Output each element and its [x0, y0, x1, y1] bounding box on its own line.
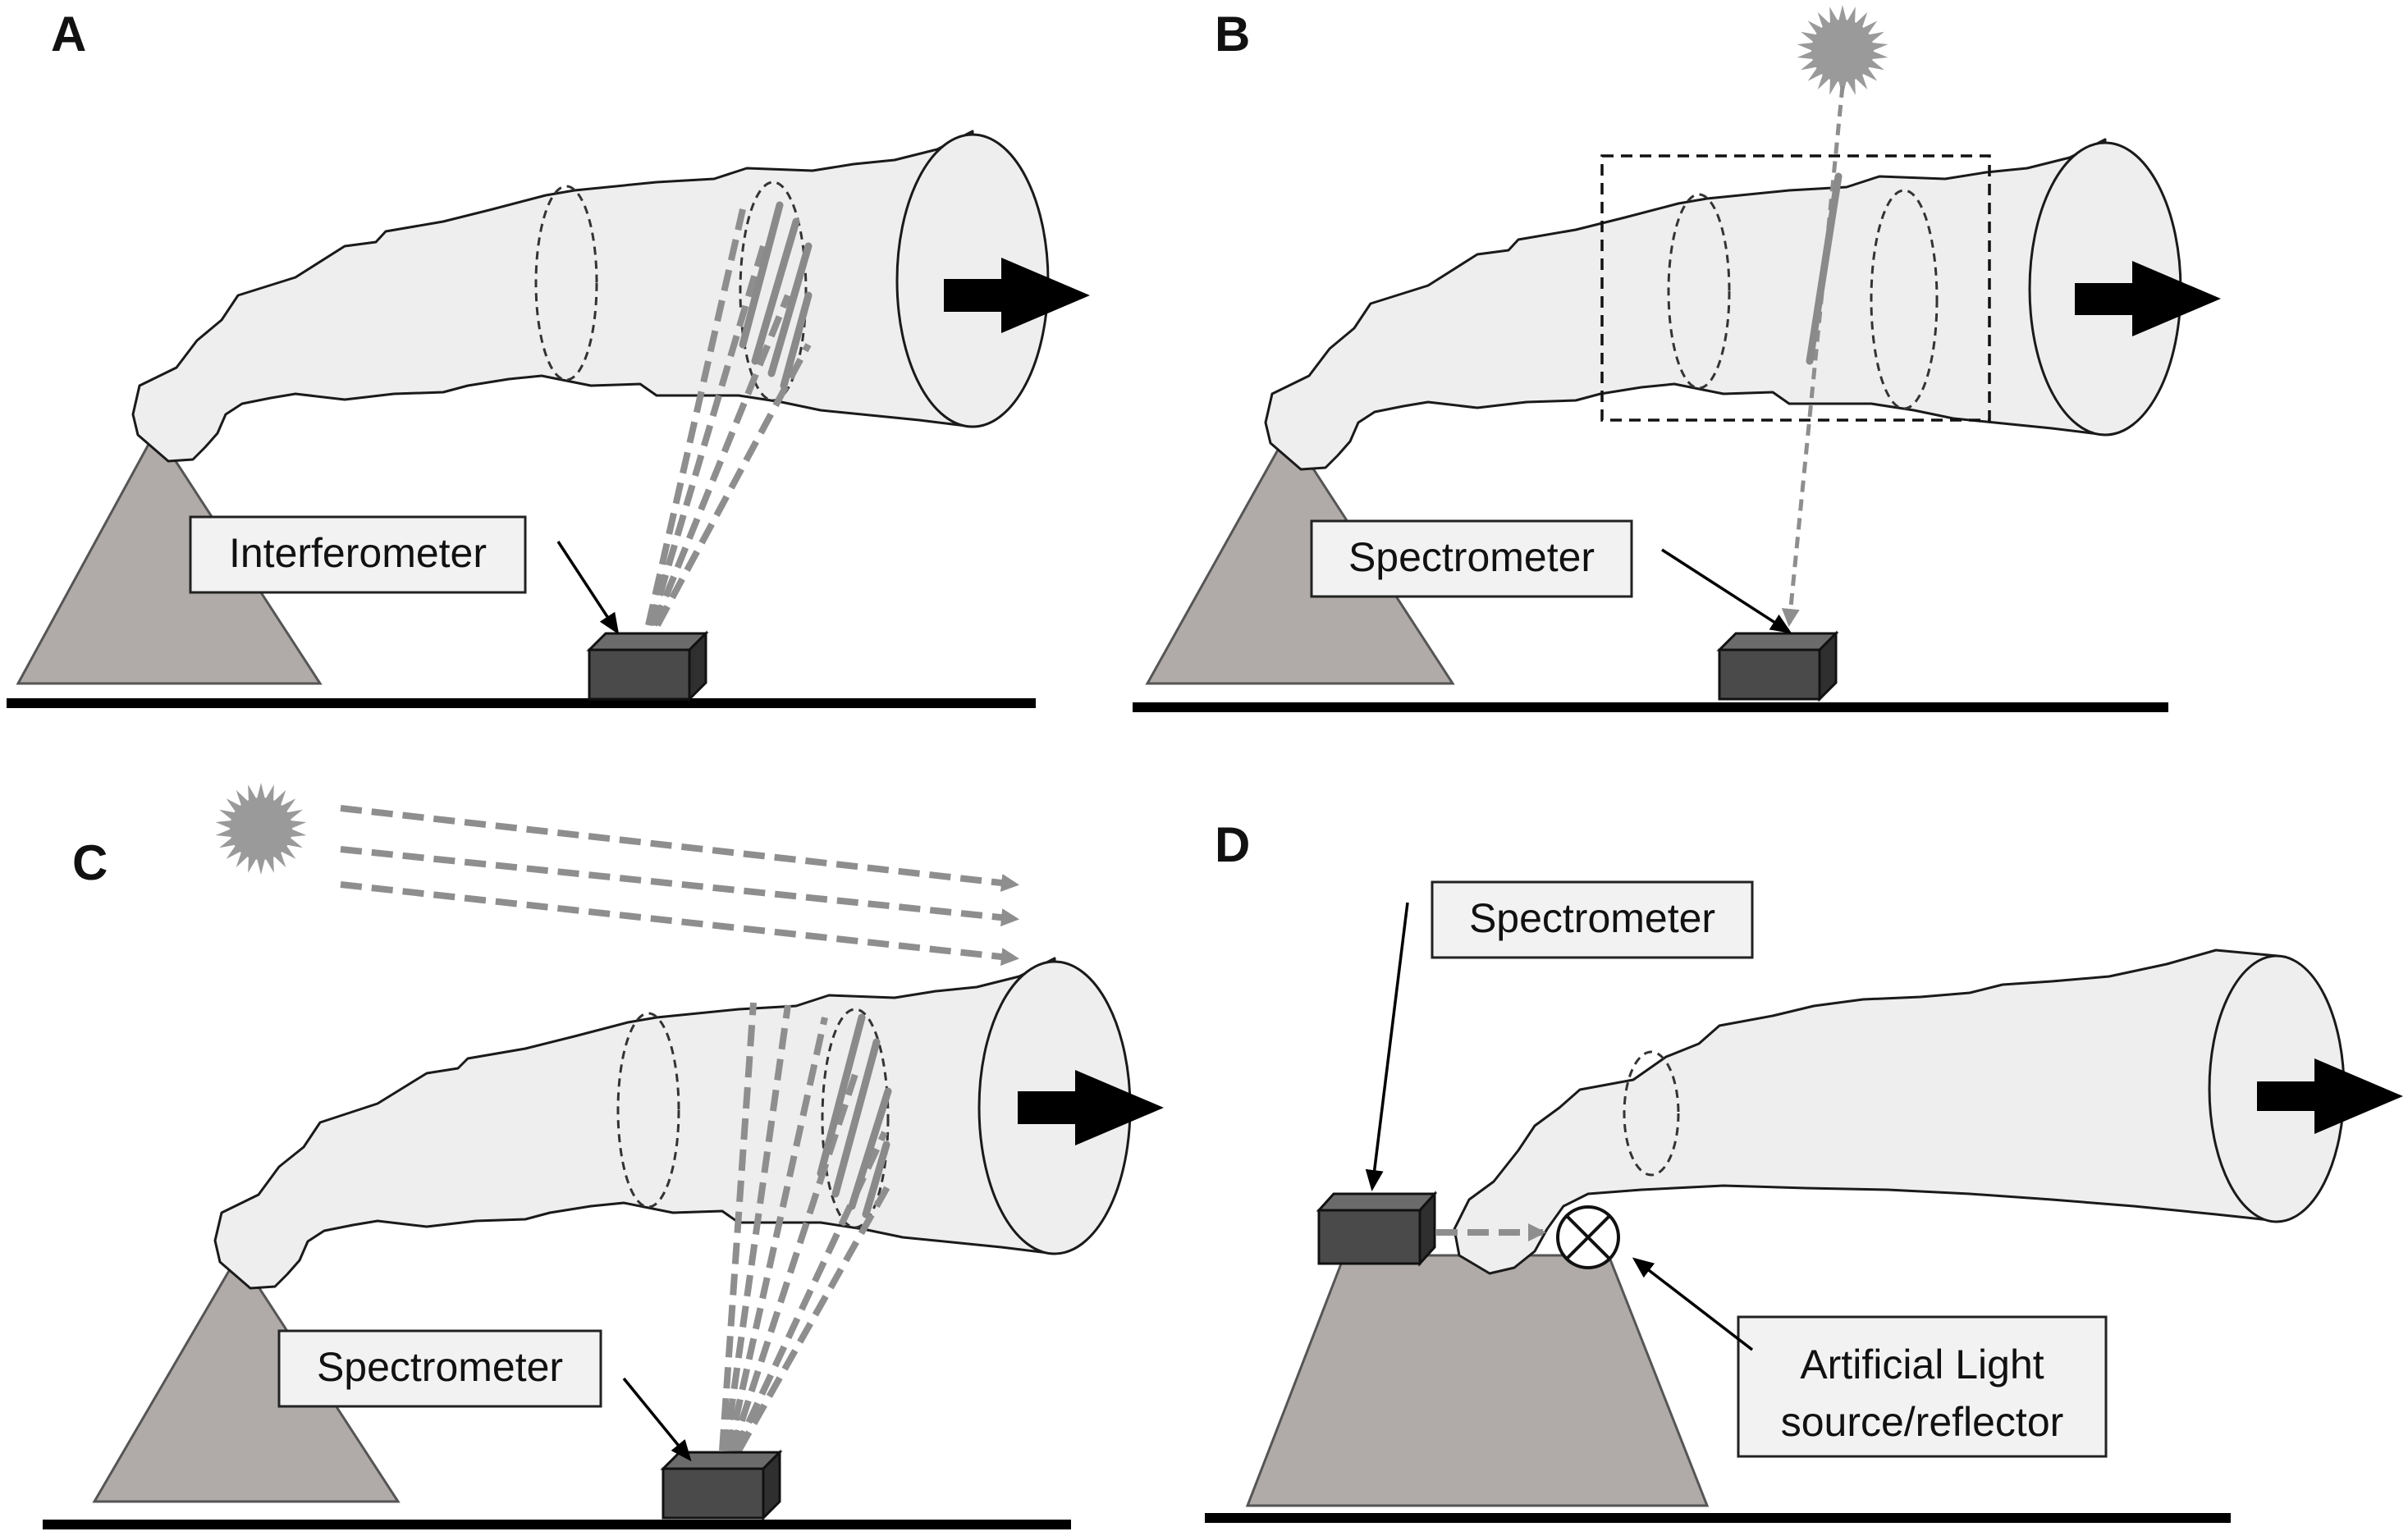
- label-pointer-arrow: [1661, 548, 1792, 634]
- plume-cross-section: [739, 181, 808, 402]
- sunlight-path: [1781, 85, 1845, 627]
- instrument-box-icon: [586, 630, 709, 702]
- plume-motion-arrow-icon: [2257, 1058, 2403, 1134]
- light-source-crossed-circle-icon: [1556, 1205, 1620, 1269]
- label-pointer-arrow: [1365, 902, 1409, 1191]
- panel-letter: C: [72, 835, 108, 890]
- instrument-label-box: [277, 1329, 602, 1408]
- sun-icon: [215, 783, 307, 875]
- instrument-label: Spectrometer: [317, 1344, 563, 1390]
- instrument-box-icon: [660, 1449, 783, 1521]
- plume-cross-section: [1870, 189, 1939, 410]
- panel-a: A Interferometer: [7, 7, 1090, 708]
- sun-icon: [1797, 5, 1888, 97]
- sunlight-paths: [340, 805, 1019, 966]
- light-source-label-line1: Artificial Light: [1800, 1342, 2044, 1387]
- instrument-label-box: [1310, 519, 1633, 598]
- panel-letter: D: [1215, 817, 1250, 872]
- plume-motion-arrow-icon: [1018, 1070, 1164, 1145]
- panel-letter: B: [1215, 7, 1250, 62]
- panel-d: D Spectrometer Artificial Light source/r…: [1205, 817, 2403, 1523]
- plume-motion-arrow-icon: [944, 258, 1090, 333]
- label-pointer-arrow: [556, 541, 620, 635]
- instrument-box-icon: [1716, 630, 1839, 702]
- plume-cross-section: [534, 185, 598, 382]
- gas-plume: [131, 130, 974, 463]
- plume-cross-section: [616, 1012, 680, 1209]
- scan-rays: [645, 201, 813, 627]
- light-source-label-box: [1737, 1315, 2108, 1458]
- instrument-box-icon: [1316, 1191, 1438, 1267]
- gas-plume: [1453, 949, 2279, 1275]
- instrument-label: Spectrometer: [1348, 534, 1595, 580]
- plume-motion-arrow-icon: [2075, 261, 2221, 336]
- panel-letter: A: [51, 7, 86, 62]
- plume-cross-section: [821, 1008, 890, 1229]
- scan-rays: [719, 1002, 894, 1452]
- instrument-label: Spectrometer: [1469, 895, 1715, 941]
- instrument-label-box: [189, 515, 527, 594]
- light-source-label-line2: source/reflector: [1781, 1399, 2064, 1445]
- instrument-label-box: [1431, 880, 1754, 959]
- light-path-through-plume: [1806, 172, 1843, 365]
- label-pointer-arrow: [622, 1377, 692, 1462]
- label-pointer-arrow: [1632, 1257, 1754, 1351]
- gas-plume: [213, 957, 1056, 1290]
- plume-cross-section: [1667, 193, 1731, 390]
- plume-cross-section: [1623, 1050, 1680, 1177]
- measurement-region-box: [1600, 154, 1991, 422]
- panel-c: C: [43, 783, 1164, 1529]
- volcano: [1245, 1254, 1710, 1507]
- panel-b: B Spectrometer: [1133, 5, 2221, 712]
- instrument-label: Interferometer: [229, 530, 487, 576]
